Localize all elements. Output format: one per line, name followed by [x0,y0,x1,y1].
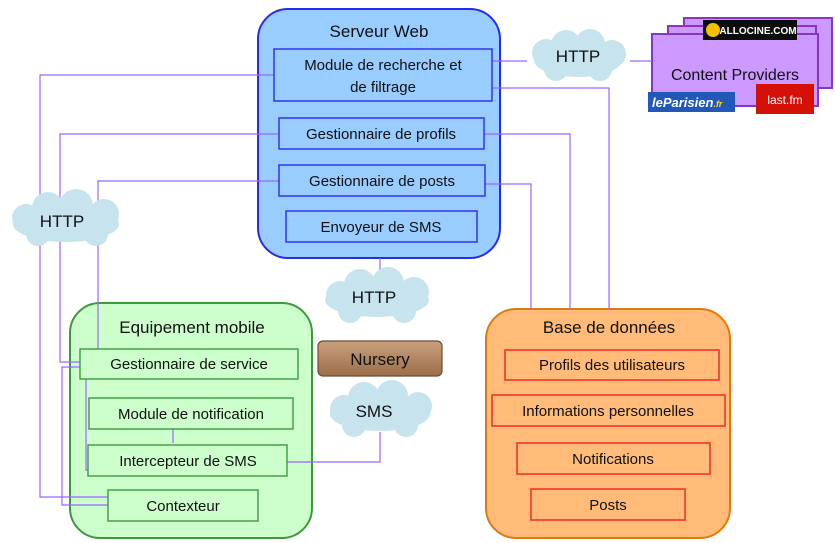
connector-service-to-contexteur [61,366,108,506]
profile-manager-box [278,117,485,150]
user-profiles-table-label: Profils des utilisateurs [539,357,685,374]
search-filter-module-line1: Module de recherche et [304,57,462,74]
search-filter-module-line2: de filtrage [350,79,416,96]
notifications-table-box [516,442,711,475]
mobile-device-title: Equipement mobile [119,318,265,337]
notification-module-box [88,397,294,430]
connector-posts-to-db [485,183,532,309]
http-cloud-top [532,29,626,81]
sms-sender-box [285,210,478,243]
posts-table-box [530,488,686,521]
lastfm-logo-text: last.fm [767,93,802,107]
sms-interceptor-box [87,444,288,477]
post-manager-box [278,164,486,197]
post-manager-label: Gestionnaire de posts [309,173,455,190]
connector-posts-to-service [97,180,279,352]
content-providers-label: Content Providers [671,67,799,84]
http-cloud-top-label: HTTP [556,47,600,66]
user-profiles-table-box [504,349,720,381]
notification-module-label: Module de notification [118,406,264,423]
connector-search-to-contexteur [39,74,274,498]
sms-interceptor-label: Intercepteur de SMS [119,453,257,470]
allocine-logo [703,20,797,40]
leparisien-logo-text: leParisien.fr [652,95,723,110]
allocine-logo-text: ALLOCINE.COM [719,26,796,37]
notifications-table-label: Notifications [572,451,654,468]
connector-profils-to-db [484,133,571,309]
web-server-title: Serveur Web [330,22,429,41]
connector-sms-to-intercepteur [287,432,381,463]
nursery-label: Nursery [350,350,410,369]
database-title: Base de données [543,318,675,337]
sms-sender-label: Envoyeur de SMS [321,219,442,236]
leparisien-logo [648,92,735,112]
connector-profils-to-service [59,133,279,363]
personal-info-table-box [491,394,726,427]
http-cloud-middle [325,267,429,323]
http-cloud-middle-label: HTTP [352,288,396,307]
allocine-logo-mark [706,23,720,37]
service-manager-box [79,348,299,380]
search-filter-module-box [273,48,493,102]
nursery-box [317,340,443,377]
content-providers: Content Providers ALLOCINE.COM leParisie… [648,17,833,114]
profile-manager-label: Gestionnaire de profils [306,126,456,143]
personal-info-table-label: Informations personnelles [522,403,694,420]
contexteur-label: Contexteur [146,498,219,515]
sms-cloud-label: SMS [356,402,393,421]
lastfm-logo [756,84,814,114]
connectors [39,60,652,506]
http-cloud-left [12,189,119,246]
connector-search-to-db [492,87,610,309]
http-cloud-left-label: HTTP [40,212,84,231]
posts-table-label: Posts [589,497,627,514]
sms-cloud [330,380,432,437]
service-manager-label: Gestionnaire de service [110,356,268,373]
contexteur-box [107,489,259,522]
